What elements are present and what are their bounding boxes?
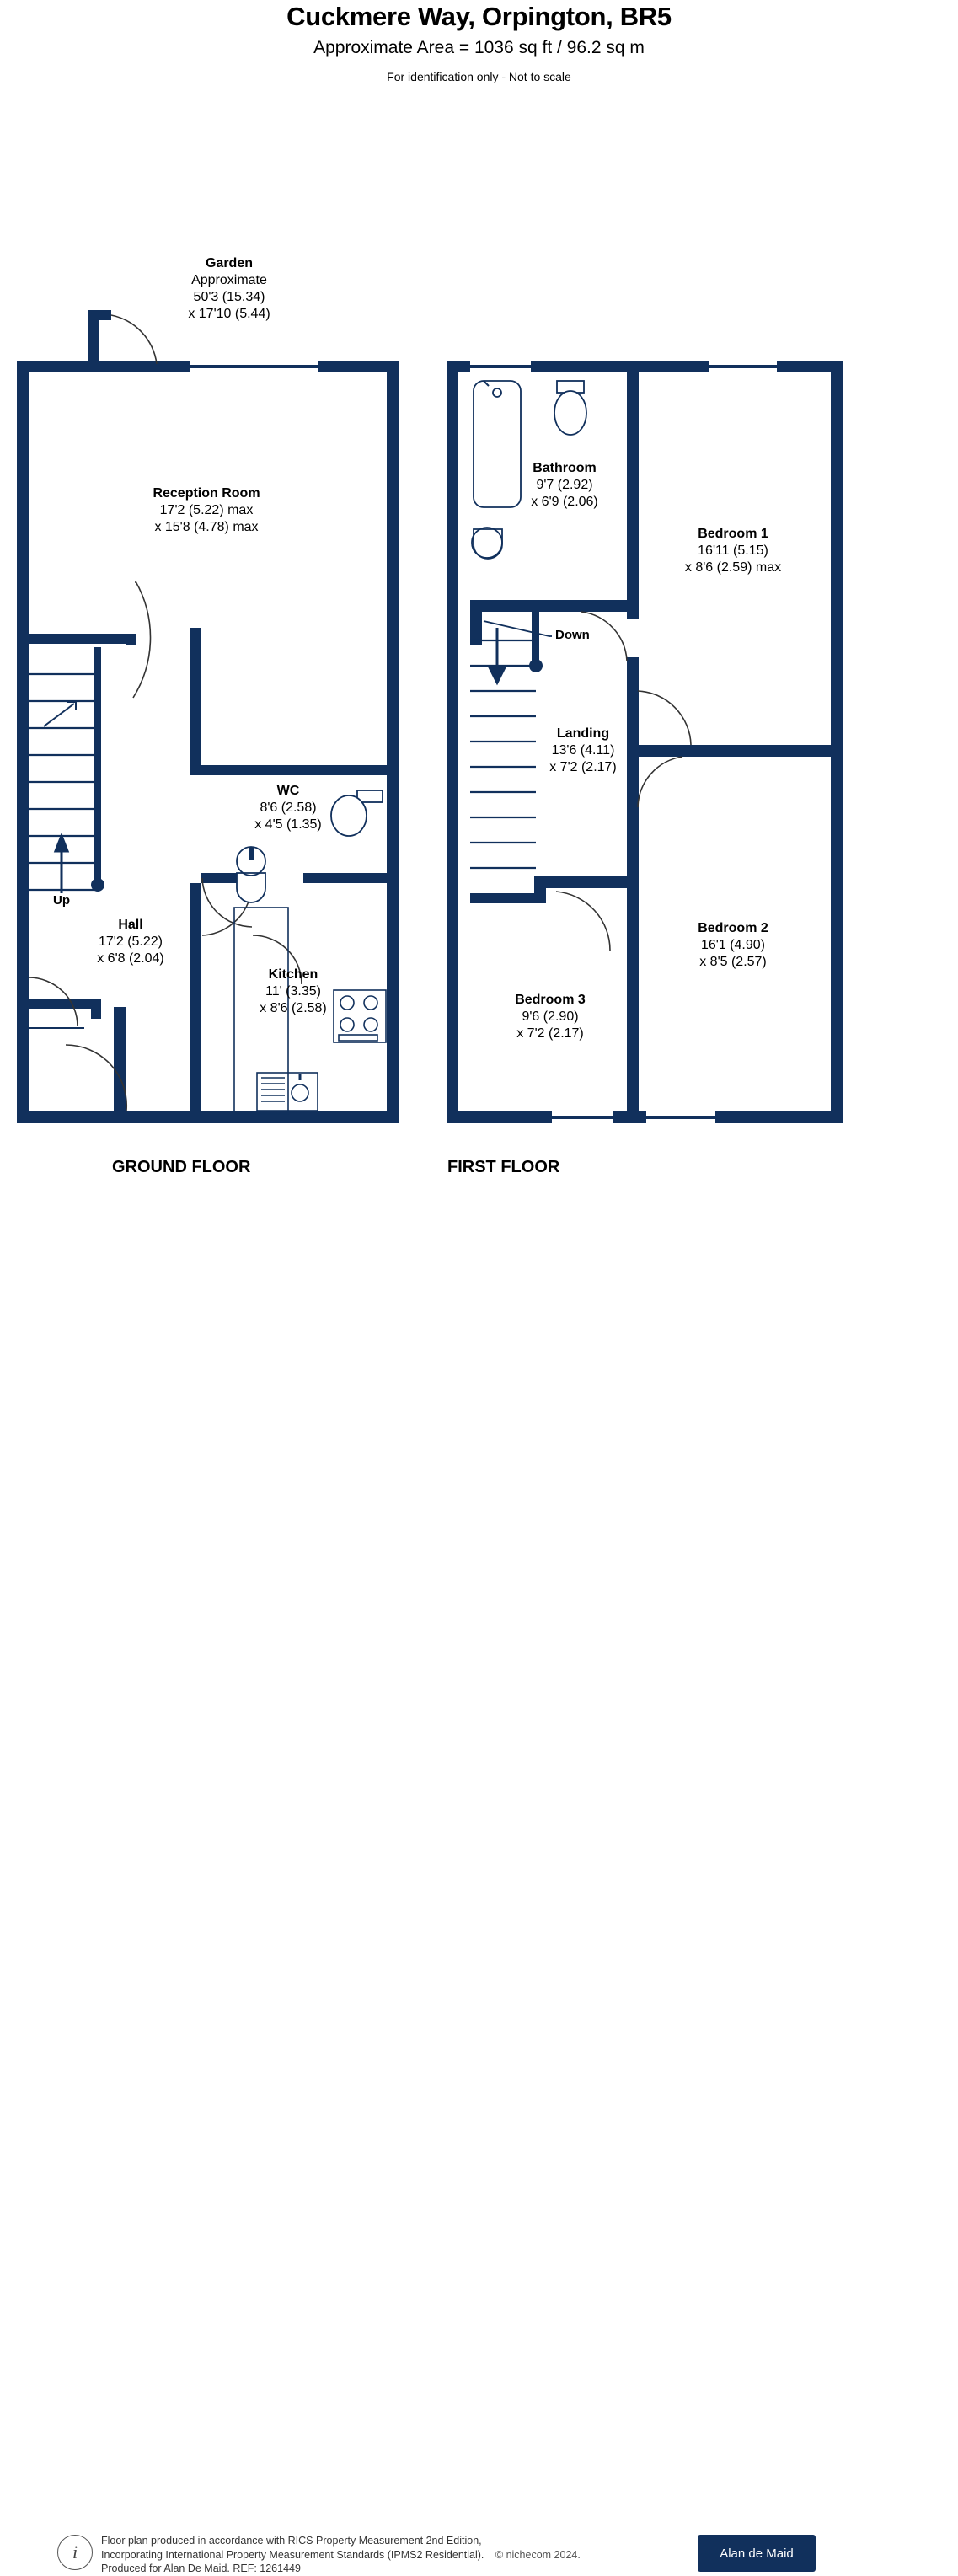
floorplan-drawing xyxy=(17,310,843,1123)
room-label-hall: Hall 17'2 (5.22) x 6'8 (2.04) xyxy=(97,918,164,966)
room-label-bathroom: Bathroom 9'7 (2.92) x 6'9 (2.06) xyxy=(531,461,598,509)
room-label-garden: Garden Approximate 50'3 (15.34) x 17'10 … xyxy=(188,256,270,321)
footer-line-2: Incorporating International Property Mea… xyxy=(101,2548,484,2561)
stair-direction-up: Up xyxy=(53,893,70,908)
floor-title-first: FIRST FLOOR xyxy=(447,1158,560,1176)
info-icon: i xyxy=(57,2535,93,2570)
floor-title-ground: GROUND FLOOR xyxy=(112,1158,251,1176)
footer-line-3: Produced for Alan De Maid. REF: 1261449 xyxy=(101,2563,301,2574)
footer: i Floor plan produced in accordance with… xyxy=(0,1264,958,2574)
footer-line-1: Floor plan produced in accordance with R… xyxy=(101,2535,482,2547)
room-label-reception-room: Reception Room 17'2 (5.22) max x 15'8 (4… xyxy=(153,486,260,534)
room-label-landing: Landing 13'6 (4.11) x 7'2 (2.17) xyxy=(549,726,617,774)
disclaimer: For identification only - Not to scale xyxy=(387,70,571,83)
footer-line-2-row: Incorporating International Property Mea… xyxy=(101,2548,581,2563)
brand-badge: Alan de Maid xyxy=(698,2535,816,2572)
room-label-wc: WC 8'6 (2.58) x 4'5 (1.35) xyxy=(254,784,322,832)
approximate-area: Approximate Area = 1036 sq ft / 96.2 sq … xyxy=(313,38,645,57)
room-label-bedroom-1: Bedroom 1 16'11 (5.15) x 8'6 (2.59) max xyxy=(684,527,782,575)
room-label-kitchen: Kitchen 11' (3.35) x 8'6 (2.58) xyxy=(260,967,327,1015)
footer-notes: Floor plan produced in accordance with R… xyxy=(101,2534,581,2576)
room-label-bedroom-2: Bedroom 2 16'1 (4.90) x 8'5 (2.57) xyxy=(698,921,768,969)
page-title: Cuckmere Way, Orpington, BR5 xyxy=(286,2,672,31)
footer-copyright: © nichecom 2024. xyxy=(495,2548,581,2561)
room-label-bedroom-3: Bedroom 3 9'6 (2.90) x 7'2 (2.17) xyxy=(515,993,586,1041)
stair-direction-down: Down xyxy=(555,628,590,642)
